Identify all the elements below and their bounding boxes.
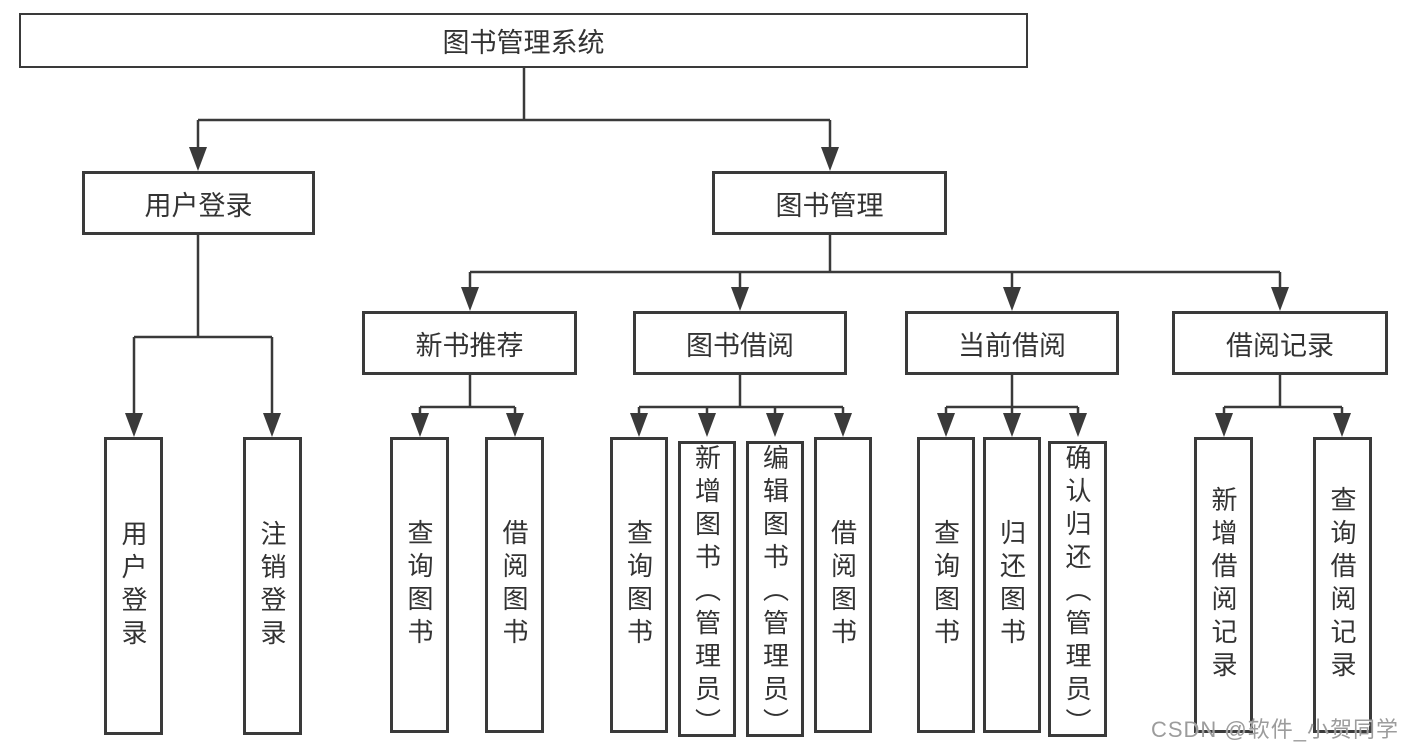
node-label: 查询图书: [623, 519, 654, 651]
leaf-query-books-borrow: 查询图书: [610, 437, 668, 733]
node-label: 图书管理: [775, 190, 884, 221]
node-new-book-recommendation: 新书推荐: [362, 311, 577, 375]
leaf-user-login: 用户登录: [104, 437, 163, 735]
node-label: 当前借阅: [958, 330, 1066, 361]
node-label: 新书推荐: [415, 330, 524, 361]
node-book-management: 图书管理: [712, 171, 947, 235]
node-label: 借阅记录: [1226, 330, 1334, 361]
leaf-confirm-return-admin: 确认归还（管理员）: [1048, 441, 1107, 741]
node-label: 确认归还（管理员）: [1062, 444, 1092, 741]
node-label: 用户登录: [118, 520, 148, 652]
leaf-borrow-books: 借阅图书: [814, 437, 872, 733]
node-label: 注销登录: [257, 520, 287, 652]
node-label: 查询图书: [404, 519, 434, 651]
arrowheads: [125, 147, 1351, 437]
node-label: 借阅图书: [499, 519, 529, 651]
node-label: 归还图书: [996, 519, 1027, 651]
leaf-return-books: 归还图书: [983, 437, 1041, 733]
node-label: 借阅图书: [827, 519, 858, 651]
leaf-add-borrow-record: 新增借阅记录: [1194, 437, 1253, 733]
node-label: 新增借阅记录: [1208, 486, 1238, 684]
node-current-borrowing: 当前借阅: [905, 311, 1119, 375]
leaf-query-borrow-record: 查询借阅记录: [1313, 437, 1372, 733]
leaf-add-books-admin: 新增图书（管理员）: [678, 441, 736, 741]
node-label: 图书管理系统: [442, 28, 605, 58]
node-borrowing-records: 借阅记录: [1172, 311, 1388, 375]
node-label: 用户登录: [144, 190, 253, 221]
leaf-edit-books-admin: 编辑图书（管理员）: [746, 441, 804, 741]
node-user-login: 用户登录: [82, 171, 315, 235]
leaf-borrow-books-recommend: 借阅图书: [485, 437, 544, 733]
csdn-watermark: CSDN @软件_小贺同学: [1150, 717, 1399, 742]
node-label: 查询图书: [930, 519, 961, 651]
node-book-borrowing: 图书借阅: [633, 311, 847, 375]
leaf-logout: 注销登录: [243, 437, 302, 735]
leaf-query-books-current: 查询图书: [917, 437, 975, 733]
node-label: 图书借阅: [686, 330, 794, 361]
node-library-system-root: 图书管理系统: [19, 13, 1028, 68]
node-label: 编辑图书（管理员）: [759, 444, 790, 741]
node-label: 查询借阅记录: [1327, 486, 1357, 684]
leaf-query-books-recommend: 查询图书: [390, 437, 449, 733]
node-label: 新增图书（管理员）: [691, 444, 722, 741]
